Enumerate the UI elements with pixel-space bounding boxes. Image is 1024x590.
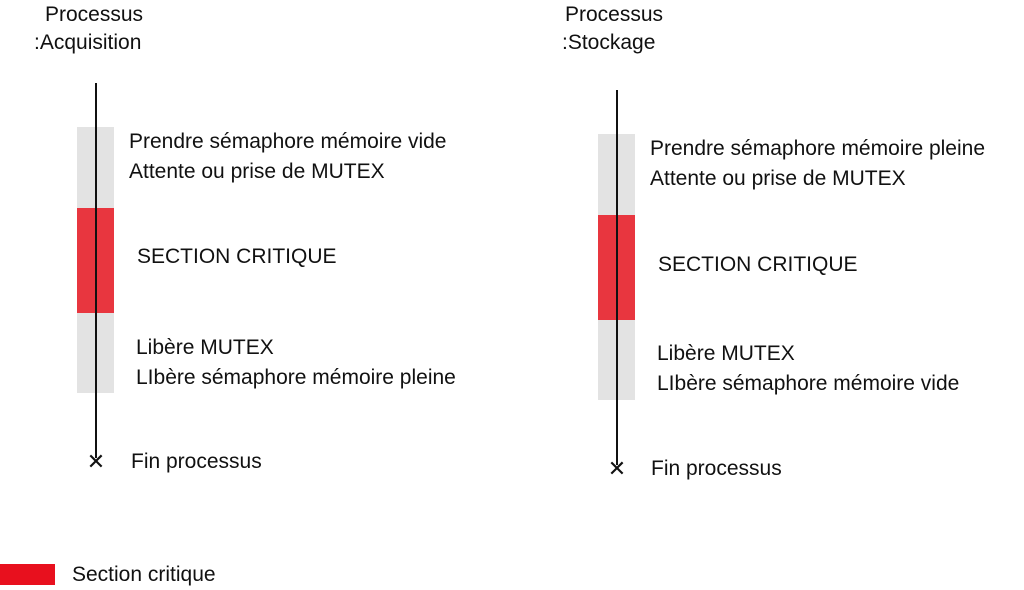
end-label: Fin processus	[651, 457, 782, 480]
lifeline	[616, 90, 618, 465]
step-take-semaphore: Prendre sémaphore mémoire pleine	[650, 137, 986, 160]
critical-section-label: SECTION CRITIQUE	[137, 245, 337, 268]
step-release-mutex: Libère MUTEX	[136, 336, 274, 359]
process-title-line1: Processus	[45, 3, 144, 26]
process-title-line1: Processus	[565, 3, 664, 26]
end-label: Fin processus	[131, 450, 262, 473]
process-title-line2: :Stockage	[562, 31, 656, 54]
step-release-semaphore: LIbère sémaphore mémoire vide	[657, 372, 960, 395]
process-title-line2: :Acquisition	[34, 31, 142, 54]
step-mutex-wait: Attente ou prise de MUTEX	[650, 167, 906, 190]
step-mutex-wait: Attente ou prise de MUTEX	[129, 160, 385, 183]
legend-swatch	[0, 564, 55, 585]
end-x-icon: ✕	[86, 449, 106, 474]
end-x-icon: ✕	[607, 456, 627, 481]
legend-label: Section critique	[72, 563, 216, 586]
critical-section-label: SECTION CRITIQUE	[658, 253, 858, 276]
step-release-mutex: Libère MUTEX	[657, 342, 795, 365]
step-take-semaphore: Prendre sémaphore mémoire vide	[129, 130, 447, 153]
step-release-semaphore: LIbère sémaphore mémoire pleine	[136, 366, 456, 389]
lifeline	[95, 83, 97, 458]
